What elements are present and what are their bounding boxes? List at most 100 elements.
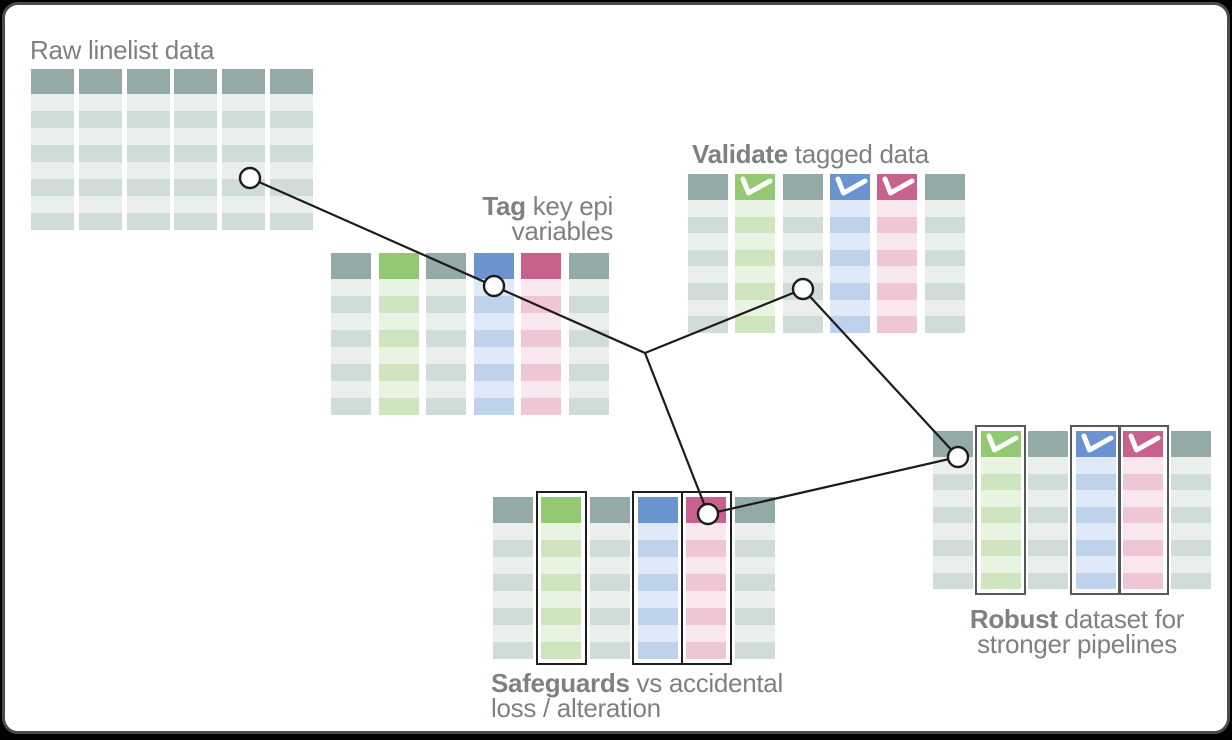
row-cell [1171, 490, 1211, 507]
row-cell [829, 266, 870, 283]
row-cell [31, 94, 74, 111]
row-cell [1075, 473, 1116, 490]
row-cell [1028, 473, 1069, 490]
column-header [589, 497, 630, 523]
row-cell [688, 216, 728, 234]
row-cell [877, 233, 918, 250]
row-cell [31, 128, 74, 145]
row-cell [924, 316, 965, 333]
row-cell [569, 330, 609, 347]
row-cell [378, 313, 419, 330]
row-cell [686, 540, 727, 557]
row-cell [829, 200, 870, 217]
row-cell [174, 196, 218, 213]
row-cell [1075, 523, 1116, 540]
row-cell [1123, 539, 1164, 556]
row-cell [378, 364, 419, 381]
row-cell [589, 625, 630, 642]
row-cell [980, 539, 1021, 556]
label-line: Raw linelist data [30, 37, 330, 63]
row-cell [782, 266, 823, 283]
row-cell [541, 540, 582, 557]
label-text: Safeguards [491, 668, 630, 698]
row-cell [378, 398, 419, 415]
row-cell [589, 557, 630, 574]
row-cell [589, 591, 630, 608]
table-column-blue [637, 497, 678, 659]
table-column-gray [426, 253, 467, 415]
row-cell [933, 506, 973, 523]
row-cell [877, 299, 918, 317]
row-cell [126, 179, 170, 196]
row-cell [735, 299, 776, 317]
row-cell [933, 556, 973, 573]
row-cell [569, 279, 609, 296]
row-cell [126, 162, 170, 179]
label-line: stronger pipelines [953, 631, 1201, 657]
row-cell [933, 539, 973, 556]
row-cell [426, 296, 467, 313]
table-column-gray [493, 497, 533, 659]
row-cell [782, 249, 823, 267]
row-cell [933, 572, 973, 589]
row-cell [426, 347, 467, 364]
column-header [521, 253, 562, 279]
row-cell [589, 523, 630, 540]
row-cell [1171, 539, 1211, 556]
check-icon [835, 176, 868, 196]
row-cell [78, 94, 122, 111]
label-text: vs accidental [629, 668, 784, 698]
row-cell [78, 213, 122, 230]
row-cell [493, 540, 533, 557]
table-column-gray [78, 69, 122, 230]
table-column-gray [688, 174, 728, 333]
row-cell [174, 213, 218, 230]
row-cell [493, 625, 533, 642]
row-cell [493, 642, 533, 659]
column-header [735, 174, 776, 200]
label-text: variables [511, 216, 614, 246]
row-cell [829, 299, 870, 317]
row-cell [735, 200, 776, 217]
row-cell [174, 111, 218, 128]
row-cell [589, 608, 630, 625]
row-cell [426, 398, 467, 415]
row-cell [569, 364, 609, 381]
row-cell [933, 457, 973, 474]
row-cell [877, 200, 918, 217]
row-cell [78, 162, 122, 179]
row-cell [688, 249, 728, 267]
row-cell [1171, 457, 1211, 474]
column-header [782, 174, 823, 200]
row-cell [933, 490, 973, 507]
row-cell [1123, 572, 1164, 589]
row-cell [270, 162, 313, 179]
label-text: Validate [692, 139, 788, 169]
label-text: Robust [969, 604, 1058, 634]
row-cell [980, 523, 1021, 540]
row-cell [686, 523, 727, 540]
row-cell [493, 557, 533, 574]
row-cell [222, 145, 266, 162]
column-outline [1117, 425, 1169, 595]
row-cell [734, 540, 775, 557]
row-cell [222, 196, 266, 213]
row-cell [924, 266, 965, 283]
row-cell [270, 145, 313, 162]
row-cell [126, 94, 170, 111]
row-cell [78, 196, 122, 213]
row-cell [686, 591, 727, 608]
column-outline [975, 425, 1027, 595]
row-cell [734, 608, 775, 625]
row-cell [378, 330, 419, 347]
row-cell [521, 296, 562, 313]
row-cell [688, 266, 728, 283]
table-column-gray [589, 497, 630, 659]
table-column-gray [924, 174, 965, 333]
row-cell [1028, 523, 1069, 540]
row-cell [589, 574, 630, 591]
row-cell [688, 282, 728, 300]
